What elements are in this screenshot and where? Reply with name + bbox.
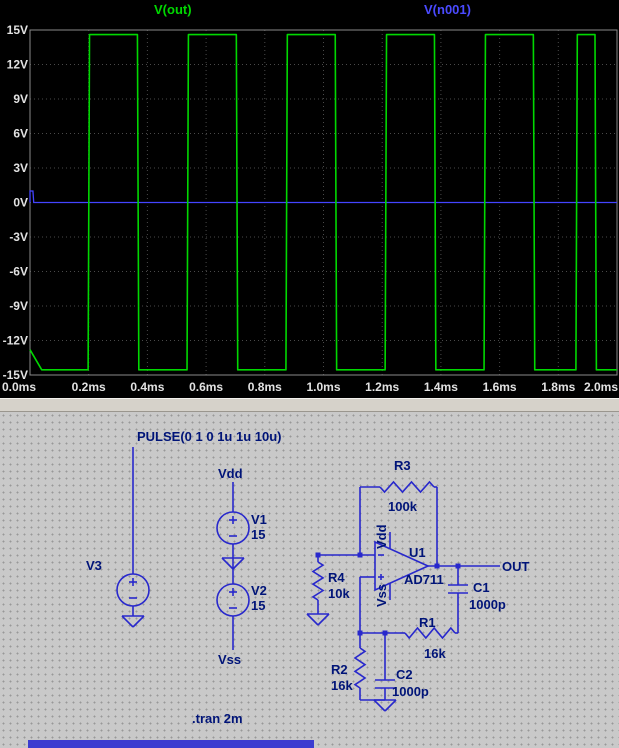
resistor-r2[interactable] xyxy=(355,648,365,688)
y-axis-tick-label: 12V xyxy=(7,58,28,72)
junction-dot xyxy=(383,631,388,636)
x-axis-tick-label: 0.4ms xyxy=(130,380,164,394)
r1-name-label[interactable]: R1 xyxy=(419,615,436,630)
y-axis-tick-label: 0V xyxy=(13,196,28,210)
horizontal-scrollbar-thumb[interactable] xyxy=(28,740,314,748)
capacitor-c1[interactable] xyxy=(448,585,468,593)
junction-dot xyxy=(435,564,440,569)
wire[interactable] xyxy=(374,700,385,711)
u1-value-label[interactable]: AD711 xyxy=(404,572,444,587)
resistor-r4[interactable] xyxy=(313,562,323,600)
y-axis-tick-label: 15V xyxy=(7,23,28,37)
u1-name-label[interactable]: U1 xyxy=(409,545,426,560)
r3-value-label[interactable]: 100k xyxy=(388,499,418,514)
plot-legend: V(out) V(n001) xyxy=(0,0,619,18)
junction-dot xyxy=(358,553,363,558)
v1-name-label[interactable]: V1 xyxy=(251,512,267,527)
schematic-canvas[interactable]: PULSE(0 1 0 1u 1u 10u)V3VddV115V215VssR4… xyxy=(0,412,619,748)
ground-symbol[interactable] xyxy=(307,614,329,625)
r4-value-label[interactable]: 10k xyxy=(328,586,350,601)
r1-value-label[interactable]: 16k xyxy=(424,646,446,661)
junction-dot xyxy=(358,631,363,636)
y-axis-tick-label: -3V xyxy=(9,230,28,244)
r4-name-label[interactable]: R4 xyxy=(328,570,345,585)
x-axis-tick-label: 1.0ms xyxy=(306,380,340,394)
ground-symbol[interactable] xyxy=(374,700,396,711)
r3-name-label[interactable]: R3 xyxy=(394,458,411,473)
wire[interactable] xyxy=(318,614,329,625)
opamp-vss-label[interactable]: Vss xyxy=(374,584,389,607)
legend-vout[interactable]: V(out) xyxy=(154,2,192,17)
x-axis-tick-label: 0.0ms xyxy=(2,380,36,394)
voltage-source-v2[interactable] xyxy=(217,584,249,616)
ground-symbol[interactable] xyxy=(122,616,144,627)
x-axis-tick-label: 1.2ms xyxy=(365,380,399,394)
voltage-source-v3[interactable] xyxy=(117,574,149,606)
x-axis-tick-label: 1.8ms xyxy=(541,380,575,394)
v2-name-label[interactable]: V2 xyxy=(251,583,267,598)
vss-rail-label[interactable]: Vss xyxy=(218,652,241,667)
wire[interactable] xyxy=(133,616,144,627)
x-axis-tick-label: 1.4ms xyxy=(424,380,458,394)
wire[interactable] xyxy=(233,558,244,569)
x-axis-tick-label: 2.0ms xyxy=(584,380,618,394)
c2-name-label[interactable]: C2 xyxy=(396,667,413,682)
vdd-rail-label[interactable]: Vdd xyxy=(218,466,243,481)
legend-vn001[interactable]: V(n001) xyxy=(424,2,471,17)
y-axis-tick-label: -6V xyxy=(9,265,28,279)
wire[interactable] xyxy=(122,616,133,627)
c1-value-label[interactable]: 1000p xyxy=(469,597,506,612)
r2-value-label[interactable]: 16k xyxy=(331,678,353,693)
x-axis-tick-label: 0.6ms xyxy=(189,380,223,394)
x-axis-tick-label: 0.8ms xyxy=(248,380,282,394)
trace-vn001 xyxy=(30,191,617,203)
junction-dot xyxy=(316,553,321,558)
tran-directive[interactable]: .tran 2m xyxy=(192,711,243,726)
junction-dot xyxy=(456,564,461,569)
resistor-body[interactable] xyxy=(355,648,365,688)
c2-value-label[interactable]: 1000p xyxy=(392,684,429,699)
x-axis-tick-label: 1.6ms xyxy=(483,380,517,394)
y-axis-tick-label: -9V xyxy=(9,299,28,313)
waveform-pane[interactable]: V(out) V(n001) 15V12V9V6V3V0V-3V-6V-9V-1… xyxy=(0,0,619,398)
y-axis-tick-label: 3V xyxy=(13,161,28,175)
y-axis-tick-label: 9V xyxy=(13,92,28,106)
y-axis-tick-label: -12V xyxy=(3,334,28,348)
wire[interactable] xyxy=(222,558,233,569)
pane-separator[interactable] xyxy=(0,398,619,412)
resistor-r3[interactable] xyxy=(380,482,434,492)
opamp-vdd-label[interactable]: Vdd xyxy=(374,524,389,549)
v1-value-label[interactable]: 15 xyxy=(251,527,265,542)
r2-name-label[interactable]: R2 xyxy=(331,662,348,677)
v3-value-label[interactable]: PULSE(0 1 0 1u 1u 10u) xyxy=(137,429,282,444)
v2-value-label[interactable]: 15 xyxy=(251,598,265,613)
v3-name-label[interactable]: V3 xyxy=(86,558,102,573)
resistor-body[interactable] xyxy=(313,562,323,600)
waveform-plot[interactable]: 15V12V9V6V3V0V-3V-6V-9V-12V-15V0.0ms0.2m… xyxy=(0,0,619,398)
y-axis-tick-label: 6V xyxy=(13,127,28,141)
c1-name-label[interactable]: C1 xyxy=(473,580,490,595)
wire[interactable] xyxy=(385,700,396,711)
out-flag-label[interactable]: OUT xyxy=(502,559,530,574)
voltage-source-v1[interactable] xyxy=(217,512,249,544)
resistor-body[interactable] xyxy=(380,482,434,492)
schematic-pane[interactable]: PULSE(0 1 0 1u 1u 10u)V3VddV115V215VssR4… xyxy=(0,412,619,748)
wire[interactable] xyxy=(307,614,318,625)
x-axis-tick-label: 0.2ms xyxy=(72,380,106,394)
